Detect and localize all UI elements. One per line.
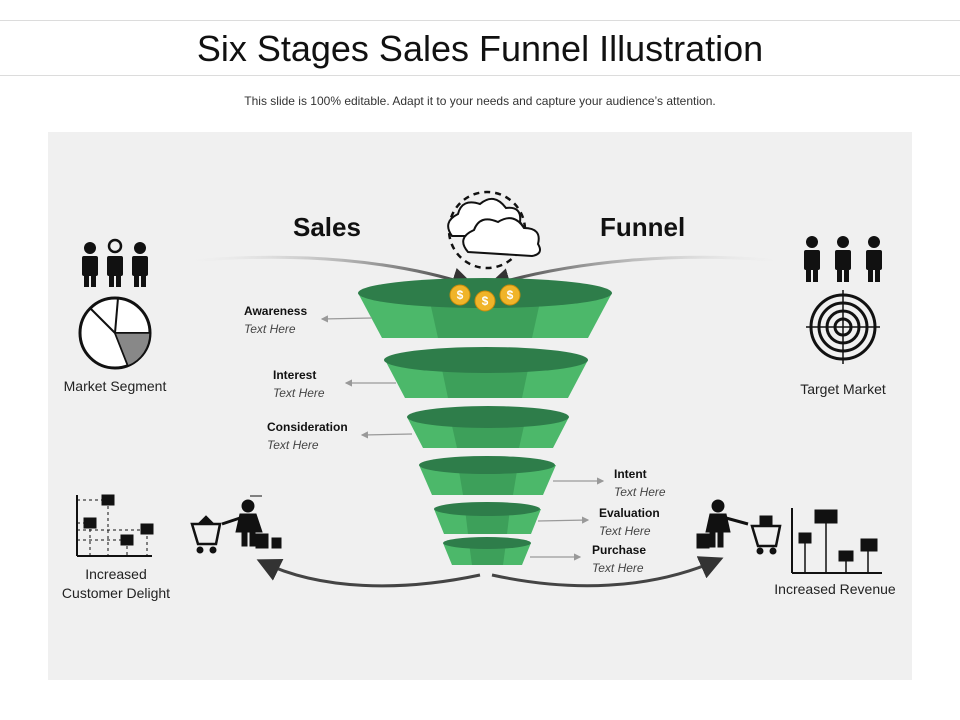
svg-text:$: $	[507, 288, 514, 302]
page-subtitle: This slide is 100% editable. Adapt it to…	[244, 94, 716, 108]
market-segment-label: Market Segment	[63, 378, 167, 394]
funnel-word: Funnel	[600, 212, 686, 242]
svg-text:$: $	[457, 288, 464, 302]
pie-chart-icon	[78, 296, 152, 370]
people-group-icon	[82, 238, 148, 287]
customer-delight-label: Increased Customer Delight	[61, 566, 171, 601]
scatter-chart-icon	[76, 494, 154, 557]
page-title: Six Stages Sales Funnel Illustration	[196, 28, 764, 69]
svg-text:$: $	[482, 294, 489, 308]
bottom-right-arrow	[491, 556, 724, 588]
target-market-label: Target Market	[800, 381, 886, 397]
revenue-label: Increased Revenue	[774, 581, 896, 597]
funnel-layer-evaluation	[434, 502, 541, 534]
right-swoosh-arrow	[486, 255, 791, 292]
left-swoosh-arrow	[179, 255, 476, 291]
title-bar	[0, 20, 960, 76]
sales-word: Sales	[293, 212, 361, 242]
bottom-left-arrow	[256, 559, 481, 588]
cloud-icon	[447, 190, 541, 270]
funnel-layer-consideration	[407, 406, 569, 448]
target-icon	[806, 290, 880, 364]
bar-chart-icon	[791, 508, 882, 574]
people-group-icon-right	[804, 236, 882, 282]
shopping-cart-icon	[190, 495, 282, 554]
shopping-cart-icon-right	[696, 499, 782, 555]
funnel-layer-intent	[419, 456, 556, 495]
funnel-layer-interest	[384, 347, 588, 398]
coin-icon: $ $ $	[449, 284, 521, 312]
stage-pointers	[320, 315, 605, 561]
funnel-layer-purchase	[443, 537, 531, 565]
